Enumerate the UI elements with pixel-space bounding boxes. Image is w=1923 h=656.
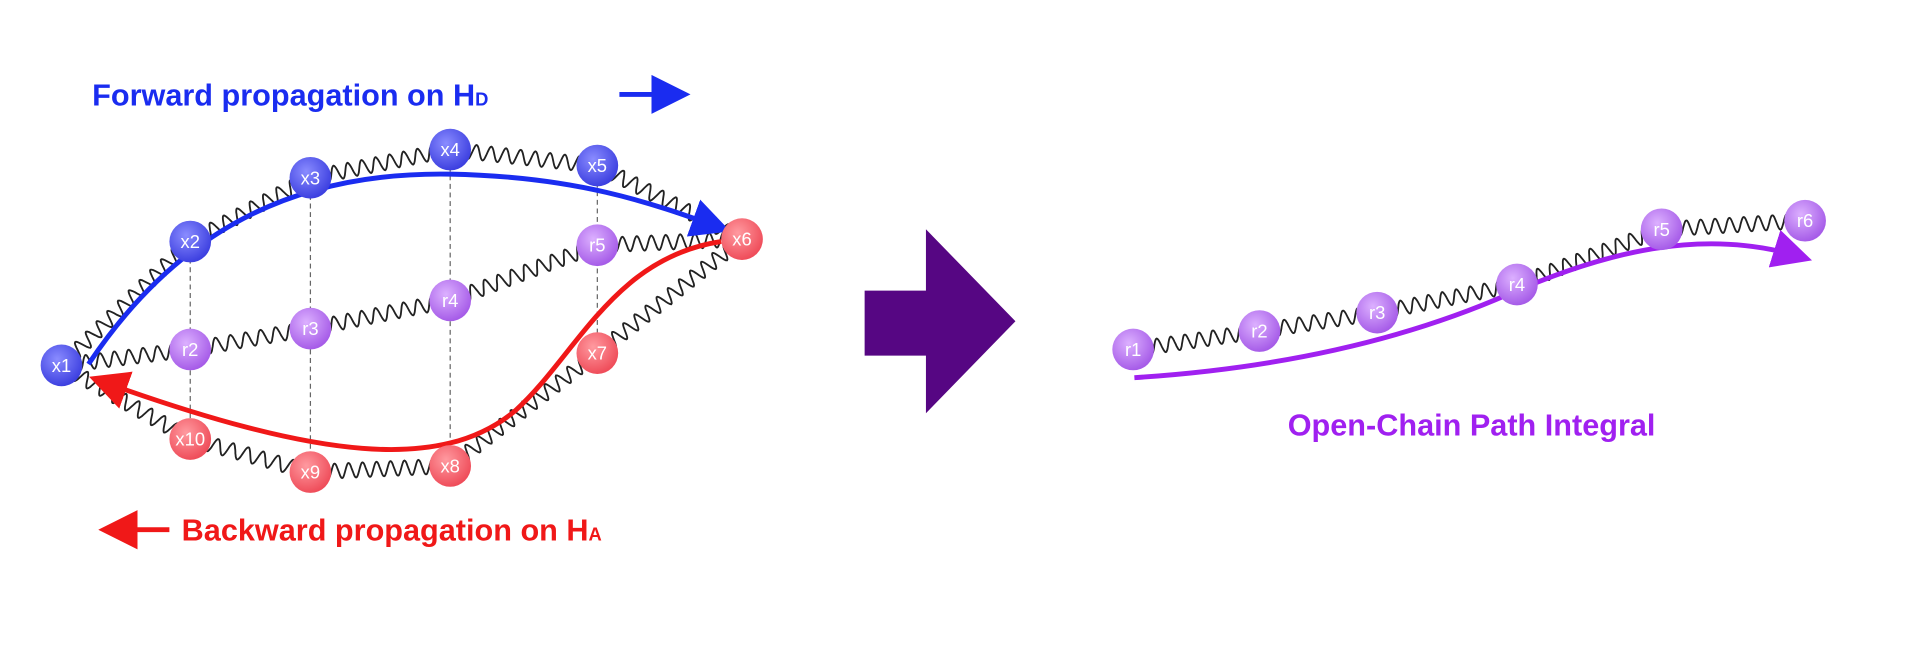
spring: [309, 457, 452, 481]
chain-node-r6: r6: [1784, 199, 1826, 242]
node-label: x10: [175, 428, 205, 449]
node-circle: [40, 344, 83, 387]
chain-caption: Open-Chain Path Integral: [1288, 408, 1656, 442]
node-label: x9: [301, 462, 320, 483]
node-label: x5: [588, 155, 607, 176]
node-circle: [169, 328, 212, 371]
chain-arrow-curve: [1134, 230, 1813, 381]
node-circle: [576, 224, 619, 267]
chain-node-r2: r2: [1238, 310, 1281, 352]
chain-node-r4: r4: [1496, 263, 1538, 306]
node-circle: [289, 307, 332, 350]
node-label: r3: [302, 318, 318, 339]
node-label: r4: [1509, 274, 1525, 295]
spring: [60, 341, 192, 374]
node-circle: [429, 445, 472, 487]
node-circle: [429, 128, 472, 171]
node-x4: x4: [429, 128, 472, 171]
node-circle: [429, 279, 472, 322]
node-x1: x1: [40, 344, 83, 387]
big-right-arrow-icon: [864, 229, 1016, 414]
node-label: x6: [732, 229, 751, 250]
node-label: r6: [1797, 210, 1813, 231]
node-circle: [289, 451, 332, 493]
node-circle: [169, 418, 212, 460]
node-label: x4: [440, 139, 459, 160]
spring: [189, 320, 312, 358]
spring: [189, 172, 312, 248]
node-x10: x10: [169, 418, 212, 460]
spring: [449, 142, 599, 173]
node-x2: x2: [169, 220, 212, 263]
node-label: r1: [1125, 339, 1141, 360]
node-r2: r2: [169, 328, 212, 371]
node-circle: [289, 156, 332, 199]
node-x8: x8: [429, 445, 472, 487]
backward-label: Backward propagation on HA: [182, 514, 602, 548]
backward-arrow-curve: [89, 239, 722, 452]
chain-node-r3: r3: [1356, 291, 1399, 334]
node-label: x3: [301, 167, 320, 188]
node-circle: [1496, 263, 1538, 306]
node-label: x1: [52, 355, 71, 376]
chain-node-r1: r1: [1112, 328, 1155, 371]
node-circle: [1112, 328, 1155, 371]
spring: [449, 348, 598, 471]
forward-label: Forward propagation on HD: [92, 78, 488, 112]
node-r4: r4: [429, 279, 472, 322]
spring: [596, 234, 743, 358]
spring: [61, 237, 191, 370]
spring: [596, 230, 743, 254]
node-x6: x6: [721, 218, 763, 260]
spring: [189, 433, 312, 478]
node-circle: [576, 144, 619, 187]
node-r5: r5: [576, 224, 619, 267]
node-label: x7: [588, 343, 607, 364]
node-x9: x9: [289, 451, 332, 493]
node-label: r5: [1653, 219, 1669, 240]
forward-arrow-curve: [86, 171, 731, 366]
spring: [1132, 323, 1261, 358]
spring: [309, 142, 452, 186]
node-label: r3: [1369, 302, 1385, 323]
node-label: x8: [440, 455, 459, 476]
node-label: r5: [589, 235, 605, 256]
spring: [309, 292, 452, 337]
node-circle: [169, 220, 212, 263]
node-label: r4: [442, 290, 458, 311]
node-label: r2: [1251, 321, 1267, 342]
node-x3: x3: [289, 156, 332, 199]
node-circle: [576, 332, 619, 374]
springs: [59, 142, 1806, 481]
node-circle: [721, 218, 763, 260]
node-r3: r3: [289, 307, 332, 350]
spring: [1660, 212, 1806, 238]
node-label: r2: [182, 339, 198, 360]
node-circle: [1238, 310, 1281, 352]
node-circle: [1640, 208, 1683, 251]
node-x7: x7: [576, 332, 619, 374]
spring: [59, 363, 193, 441]
node-circle: [1356, 291, 1399, 334]
nodes: x1 x2 x3 x4 x5 x6 x7 x8 x9 x10 r2 r3 r4 r5 r1 r2 r3 r4 r5 r…: [40, 128, 1826, 493]
node-circle: [1784, 199, 1826, 242]
node-x5: x5: [576, 144, 619, 187]
spring: [1376, 276, 1518, 321]
spring: [449, 238, 599, 308]
chain-node-r5: r5: [1640, 208, 1683, 251]
spring: [1516, 222, 1663, 292]
node-label: x2: [181, 231, 200, 252]
spring: [595, 162, 744, 242]
